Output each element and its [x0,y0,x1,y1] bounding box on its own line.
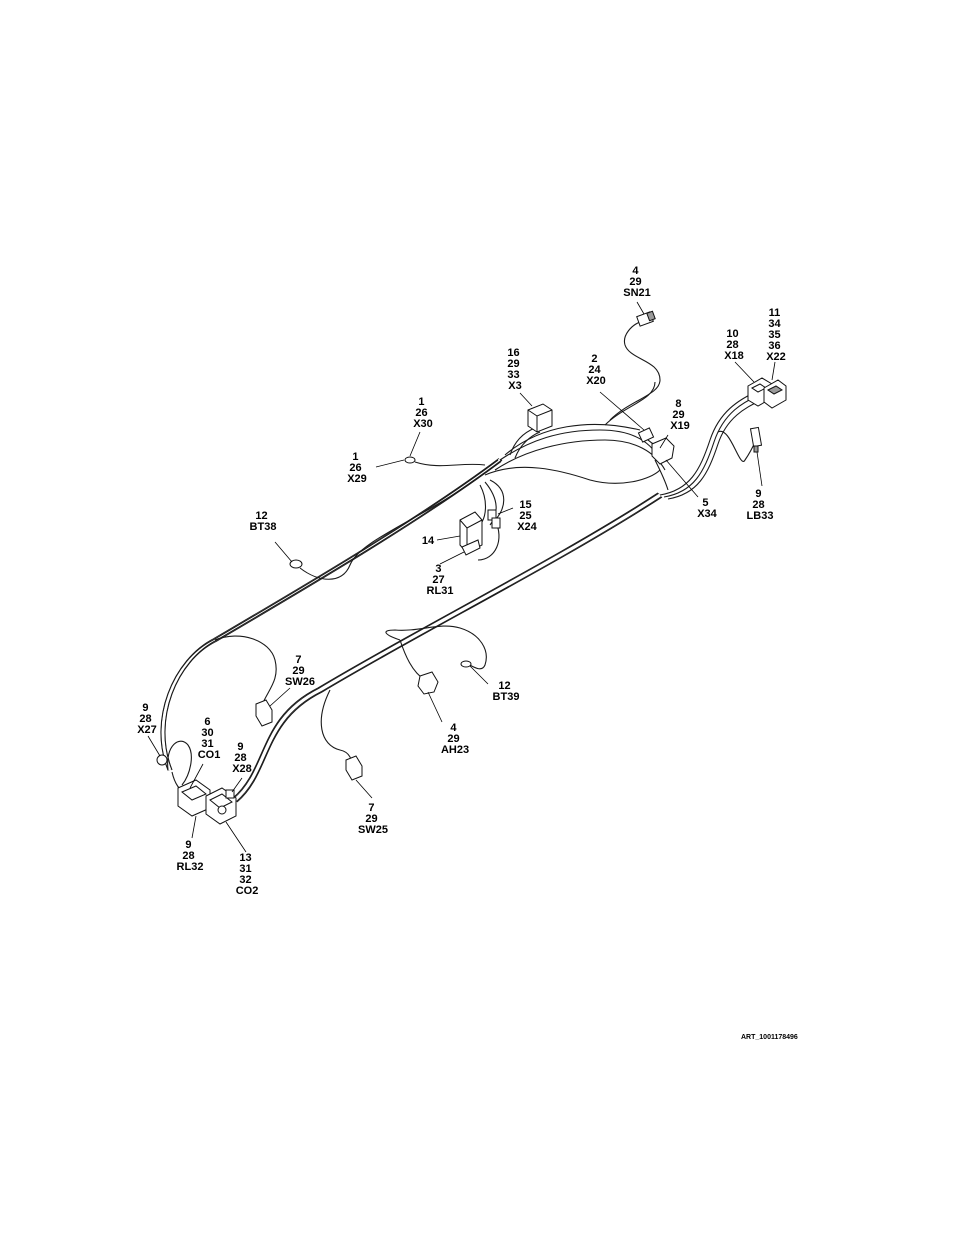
connector-x20 [637,427,655,443]
harness-wires [160,321,766,803]
callout-labels: 4 29 SN21 11 34 35 36 X22 10 28 X18 16 2… [137,265,786,897]
callout-x34: 5 X34 [697,497,717,520]
terminal-bt38 [289,559,303,569]
callout-x24: 15 25 X24 [517,499,537,533]
callout-14: 14 [422,535,435,547]
callout-x22: 11 34 35 36 X22 [766,307,786,363]
connector-x27 [156,754,168,766]
connector-co1 [177,779,211,817]
switch-sw26 [255,699,273,727]
callout-sw26: 7 29 SW26 [285,654,315,688]
callout-ah23: 4 29 AH23 [441,722,469,756]
connector-x24 [487,509,501,529]
callout-sw25: 7 29 SW25 [358,802,388,836]
callout-x18: 10 28 X18 [724,328,744,362]
callout-x19: 8 29 X19 [670,398,690,432]
callout-x28: 9 28 X28 [232,741,252,775]
connector-lb33 [749,426,763,453]
connector-x28 [225,789,235,799]
art-id-label: ART_1001178496 [741,1034,798,1041]
callout-x29: 1 26 X29 [347,451,367,485]
connector-sn21 [636,310,656,327]
callout-x27: 9 28 X27 [137,702,157,736]
terminal-x30 [404,456,416,464]
leader-lines [147,301,776,853]
callout-x3: 16 29 33 X3 [507,347,522,392]
callout-lb33: 9 28 LB33 [747,488,774,522]
callout-co2: 13 31 32 CO2 [236,852,259,897]
callout-rl31: 3 27 RL31 [427,563,454,597]
callout-sn21: 4 29 SN21 [623,265,651,299]
callout-x30: 1 26 X30 [413,396,433,430]
switch-sw25 [345,755,363,781]
callout-co1: 6 30 31 CO1 [198,716,221,761]
components [156,310,787,825]
relay-rl31 [459,511,483,556]
connector-x3 [527,403,553,433]
terminal-bt39 [460,660,472,668]
callout-x20: 2 24 X20 [586,353,606,387]
callout-bt38: 12 BT38 [250,510,277,533]
callout-bt39: 12 BT39 [493,680,520,703]
alarm-ah23 [417,671,439,695]
callout-rl32: 9 28 RL32 [177,839,204,873]
connector-x22 [763,379,787,409]
